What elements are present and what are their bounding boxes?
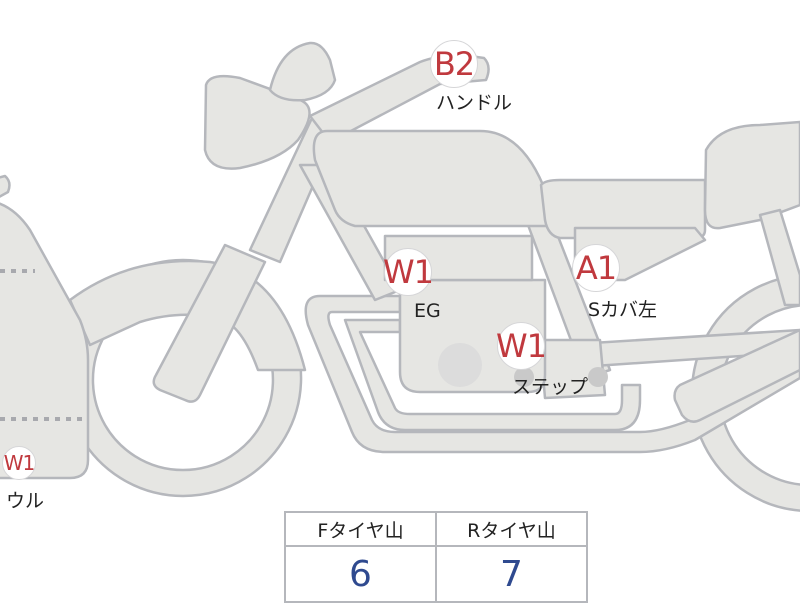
front-tire-value: 6 — [284, 545, 437, 603]
chain-guard — [673, 328, 800, 423]
grade-badge-engine: W1 — [383, 248, 434, 296]
meter — [268, 41, 337, 102]
grade-badge-side-cover: A1 — [572, 244, 620, 292]
part-label-handlebar: ハンドル — [436, 92, 513, 114]
grade-badge-step: W1 — [496, 322, 547, 370]
part-label-side-cover: Sカバ左 — [588, 299, 658, 321]
mirror — [0, 174, 11, 198]
part-label-engine: EG — [414, 300, 441, 322]
grade-badge-cowl: W1 — [2, 446, 36, 480]
front-cowl — [0, 202, 90, 480]
fuel-tank — [312, 129, 550, 228]
part-label-cowl: ウル — [6, 490, 45, 512]
tire-tread-table: Fタイヤ山 Rタイヤ山 6 7 — [284, 511, 588, 603]
fork-lower — [152, 243, 267, 403]
step-right — [588, 367, 608, 387]
grade-badge-handlebar: B2 — [430, 40, 478, 88]
tail-cowl — [703, 120, 800, 230]
part-label-step: ステップ — [512, 376, 589, 398]
front-tire-header: Fタイヤ山 — [284, 511, 437, 547]
engine-cover — [438, 343, 482, 387]
rear-tire-value: 7 — [435, 545, 588, 603]
step-left — [514, 367, 534, 387]
exhaust-pipe-inner — [343, 318, 642, 432]
rear-shock — [758, 208, 800, 307]
rear-tire-header: Rタイヤ山 — [435, 511, 588, 547]
